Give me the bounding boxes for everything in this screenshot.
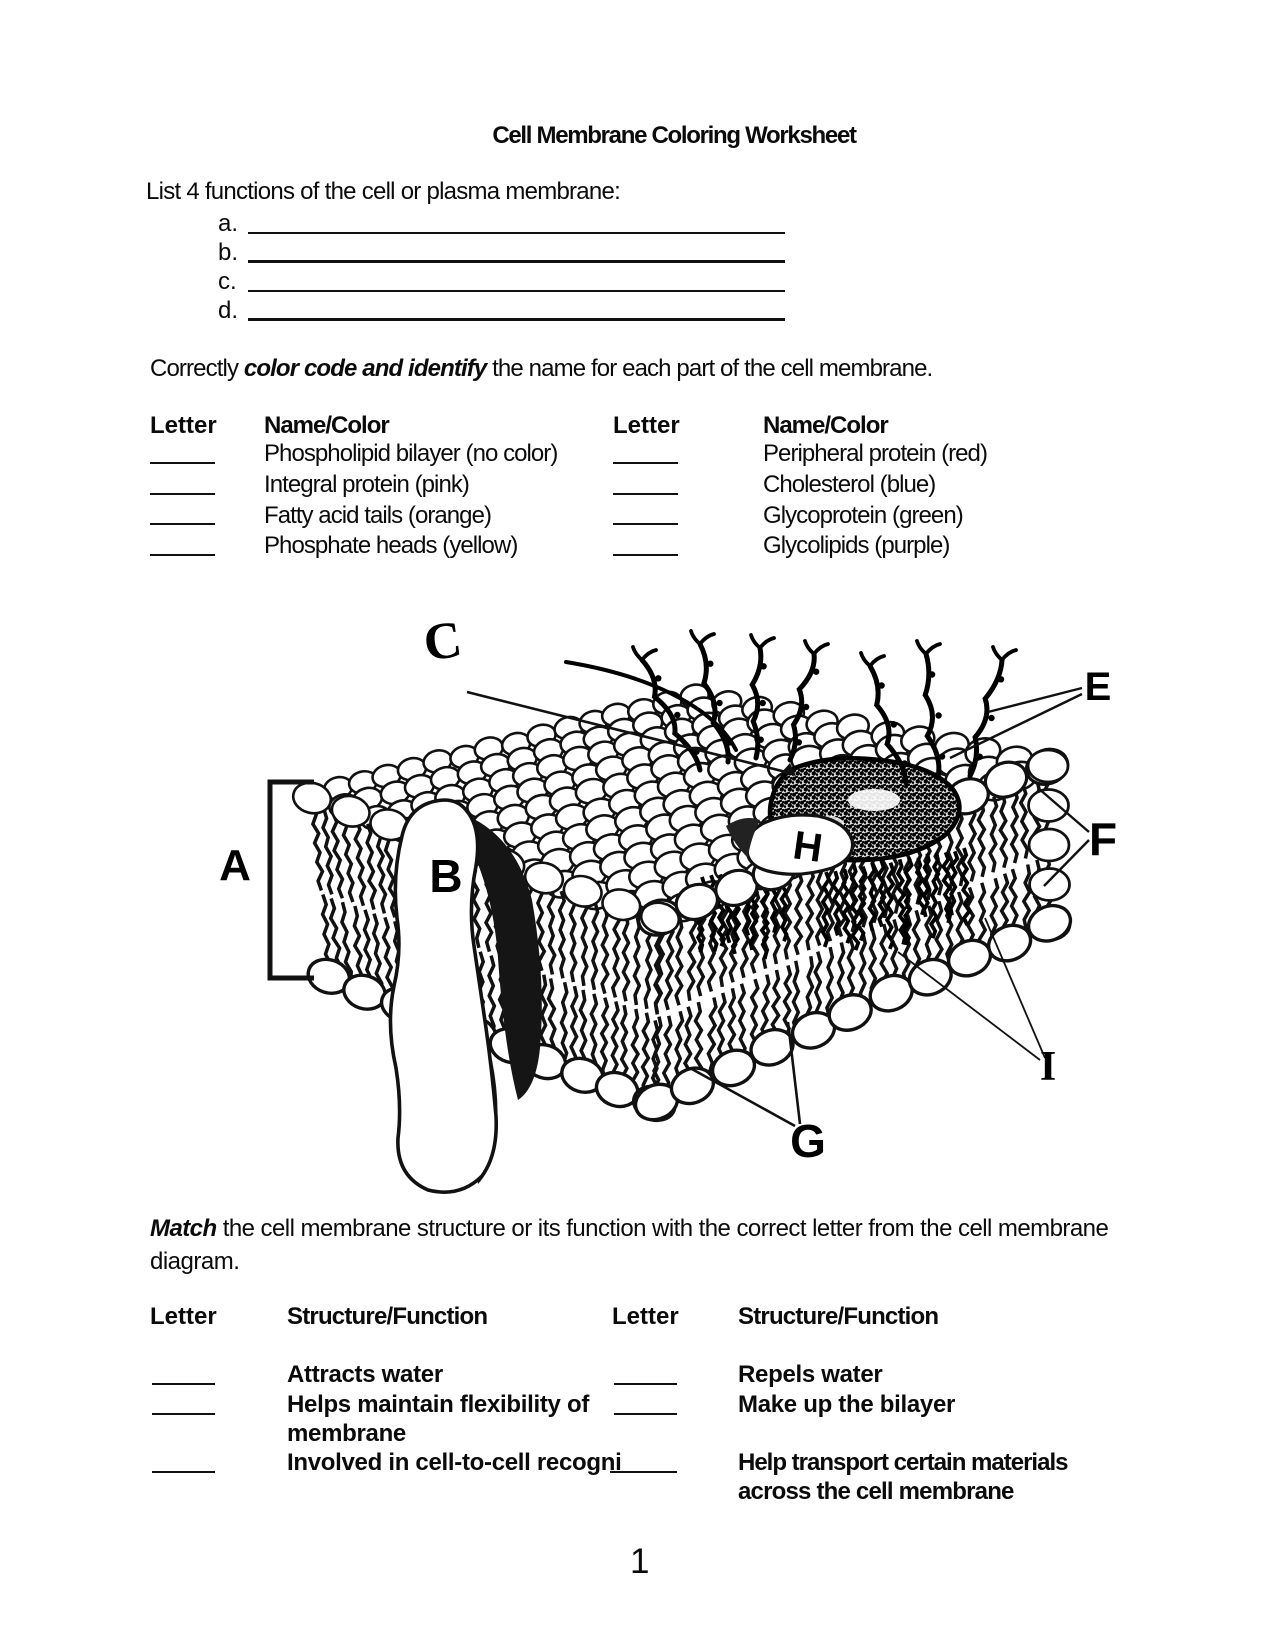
- svg-text:C: C: [420, 611, 465, 673]
- svg-text:H: H: [790, 823, 825, 871]
- svg-text:B: B: [429, 850, 462, 902]
- svg-text:A: A: [219, 841, 251, 890]
- svg-text:F: F: [1089, 813, 1117, 865]
- svg-text:G: G: [790, 1115, 826, 1167]
- svg-text:E: E: [1085, 665, 1112, 709]
